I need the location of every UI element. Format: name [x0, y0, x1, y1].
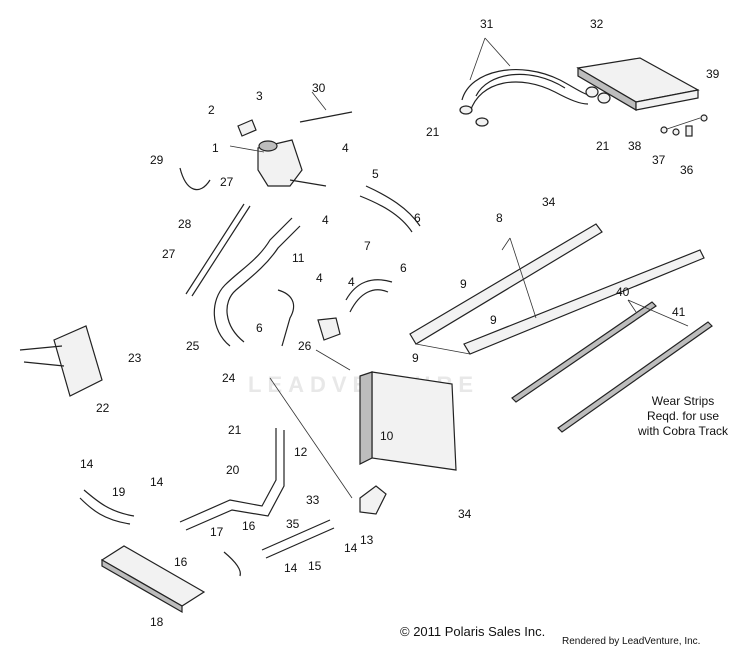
callout-11: 11	[292, 251, 305, 265]
strap	[179, 167, 211, 191]
callout-27: 27	[220, 175, 234, 189]
clamp-21b	[475, 117, 489, 127]
callout-16: 16	[242, 519, 256, 533]
hose-20	[179, 428, 277, 523]
vent-tube	[185, 203, 245, 295]
callout-25: 25	[186, 339, 200, 353]
callout-6: 6	[256, 321, 263, 335]
callout-9: 9	[460, 277, 467, 291]
rod	[299, 111, 353, 123]
callout-36: 36	[680, 163, 694, 177]
callout-17: 17	[210, 525, 224, 539]
callout-41: 41	[672, 305, 686, 319]
callout-8: 8	[496, 211, 503, 225]
clamp-21c	[585, 86, 599, 98]
callout-24: 24	[222, 371, 236, 385]
callout-20: 20	[226, 463, 240, 477]
callout-21: 21	[426, 125, 440, 139]
callout-7: 7	[364, 239, 371, 253]
callout-14: 14	[80, 457, 94, 471]
hoses-top	[461, 69, 591, 113]
callout-4: 4	[348, 275, 355, 289]
callout-4: 4	[342, 141, 349, 155]
callout-3: 3	[256, 89, 263, 103]
heat-exchanger-main	[359, 371, 457, 471]
cap	[237, 119, 257, 137]
callout-19: 19	[112, 485, 126, 499]
callout-23: 23	[128, 351, 142, 365]
callout-40: 40	[616, 285, 630, 299]
callout-37: 37	[652, 153, 666, 167]
hose-25	[213, 217, 293, 347]
callout-31: 31	[480, 17, 494, 31]
note-line-1: Wear Strips	[651, 394, 715, 408]
wear-strips-note: Wear Strips Reqd. for use with Cobra Tra…	[618, 394, 748, 439]
callout-12: 12	[294, 445, 308, 459]
callout-35: 35	[286, 517, 300, 531]
thermostat-housing	[359, 485, 387, 515]
callout-labels: 1 2 5 10 13 14 15 16 17 18 19 20 22 23 2…	[80, 17, 720, 629]
callout-18: 18	[150, 615, 164, 629]
cooler-lower	[100, 545, 206, 614]
callout-28: 28	[178, 217, 192, 231]
heat-exchanger-top	[576, 57, 700, 112]
callout-5: 5	[372, 167, 379, 181]
callout-6: 6	[400, 261, 407, 275]
rendered-by: Rendered by LeadVenture, Inc.	[562, 636, 701, 647]
note-line-3: with Cobra Track	[637, 424, 729, 438]
hose-19	[79, 497, 131, 525]
callout-1: 1	[212, 141, 219, 155]
bolt-group	[660, 114, 708, 137]
cooler-left	[19, 325, 103, 397]
hose-5	[359, 195, 413, 233]
callout-26: 26	[298, 339, 312, 353]
callout-4: 4	[316, 271, 323, 285]
callout-27: 27	[162, 247, 176, 261]
callout-14: 14	[344, 541, 358, 555]
callout-32: 32	[590, 17, 604, 31]
hose-17	[223, 551, 241, 577]
callout-33: 33	[306, 493, 320, 507]
rail-assembly	[409, 223, 705, 355]
callout-6: 6	[414, 211, 421, 225]
hose-7	[349, 289, 389, 313]
hose-15	[261, 519, 331, 551]
callout-39: 39	[706, 67, 720, 81]
callout-22: 22	[96, 401, 110, 415]
clamp-21a	[459, 105, 473, 115]
callout-14: 14	[284, 561, 298, 575]
hose-11	[277, 289, 295, 347]
callout-2: 2	[208, 103, 215, 117]
callout-34: 34	[542, 195, 556, 209]
callout-38: 38	[628, 139, 642, 153]
callout-29: 29	[150, 153, 164, 167]
callout-15: 15	[308, 559, 322, 573]
fitting-26	[317, 317, 341, 341]
clamp-21d	[597, 92, 611, 104]
coolant-bottle	[257, 139, 327, 187]
callout-4: 4	[322, 213, 329, 227]
callout-9: 9	[490, 313, 497, 327]
callout-21: 21	[228, 423, 242, 437]
copyright: © 2011 Polaris Sales Inc.	[400, 624, 546, 639]
callout-13: 13	[360, 533, 374, 547]
wear-strips	[511, 301, 713, 433]
callout-10: 10	[380, 429, 394, 443]
callout-21: 21	[596, 139, 610, 153]
callout-16: 16	[174, 555, 188, 569]
callout-9: 9	[412, 351, 419, 365]
note-line-2: Reqd. for use	[646, 409, 720, 423]
leader-lines	[229, 37, 689, 499]
callout-34: 34	[458, 507, 472, 521]
callout-30: 30	[312, 81, 326, 95]
callout-14: 14	[150, 475, 164, 489]
